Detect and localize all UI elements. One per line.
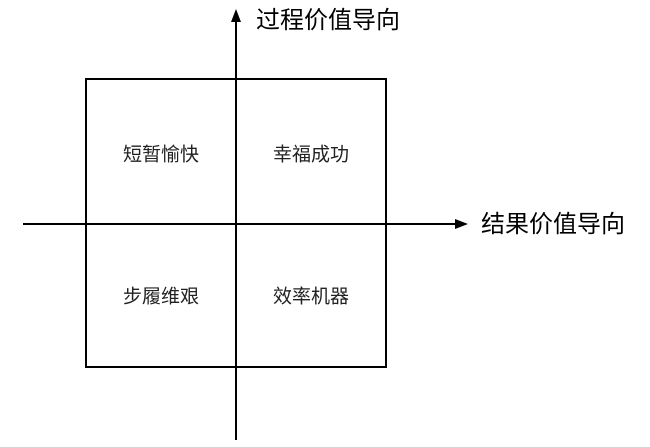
horizontal-axis-label: 结果价值导向 [481, 210, 625, 238]
quadrant-top-left-label: 短暂愉快 [122, 143, 200, 166]
vertical-axis-label: 过程价值导向 [256, 6, 400, 34]
quadrant-bottom-left-label: 步履维艰 [122, 285, 200, 308]
horizontal-axis-arrow-icon [455, 219, 468, 229]
quadrant-bottom-right-label: 效率机器 [272, 285, 350, 308]
vertical-axis-arrow-icon [231, 9, 241, 22]
quadrant-top-right-label: 幸福成功 [272, 143, 350, 166]
